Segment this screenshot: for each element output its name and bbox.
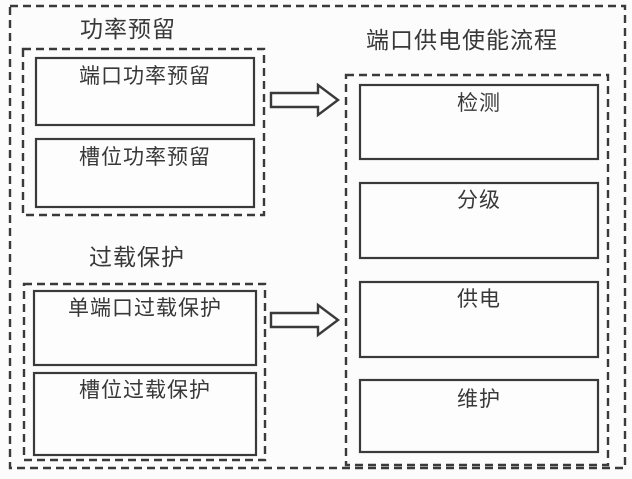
port-power-enable-flow-group-border bbox=[344, 73, 610, 467]
maintenance-label: 维护 bbox=[457, 387, 501, 411]
classification-label: 分级 bbox=[457, 188, 501, 212]
classification-box bbox=[358, 181, 600, 260]
power-supply-box bbox=[358, 280, 600, 359]
slot-power-reservation-label: 槽位功率预留 bbox=[79, 145, 211, 169]
overload-protection-group-border bbox=[22, 282, 267, 462]
port-power-reservation-box bbox=[34, 56, 256, 127]
arrow-right-icon bbox=[269, 302, 340, 338]
outer-dashed-border bbox=[8, 4, 627, 470]
port-power-reservation-label: 端口功率预留 bbox=[79, 64, 211, 88]
power-reservation-group-border bbox=[21, 47, 266, 217]
detection-label: 检测 bbox=[457, 91, 501, 115]
detection-box bbox=[358, 83, 600, 161]
power-reservation-group-title: 功率预留 bbox=[80, 17, 176, 42]
single-port-overload-protection-label: 单端口过载保护 bbox=[68, 296, 222, 320]
overload-protection-group-title: 过载保护 bbox=[89, 245, 185, 270]
maintenance-box bbox=[358, 378, 600, 454]
power-supply-label: 供电 bbox=[457, 287, 501, 311]
slot-overload-protection-label: 槽位过载保护 bbox=[79, 378, 211, 402]
arrow-right-icon bbox=[269, 82, 340, 118]
single-port-overload-protection-box bbox=[32, 289, 258, 367]
port-power-enable-flow-group-title: 端口供电使能流程 bbox=[366, 28, 558, 53]
slot-overload-protection-box bbox=[32, 371, 258, 457]
slot-power-reservation-box bbox=[34, 137, 256, 209]
